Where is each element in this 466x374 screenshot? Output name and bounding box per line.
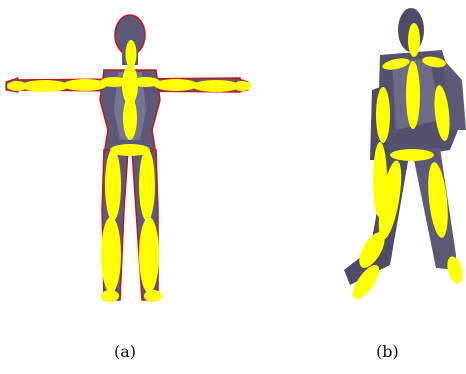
panel-b-figure: [344, 8, 466, 303]
panel-b-body-silhouette: [344, 8, 466, 285]
panel-a-figure: [6, 15, 251, 302]
caption-b: (b): [376, 342, 399, 361]
caption-a: (a): [114, 342, 136, 361]
